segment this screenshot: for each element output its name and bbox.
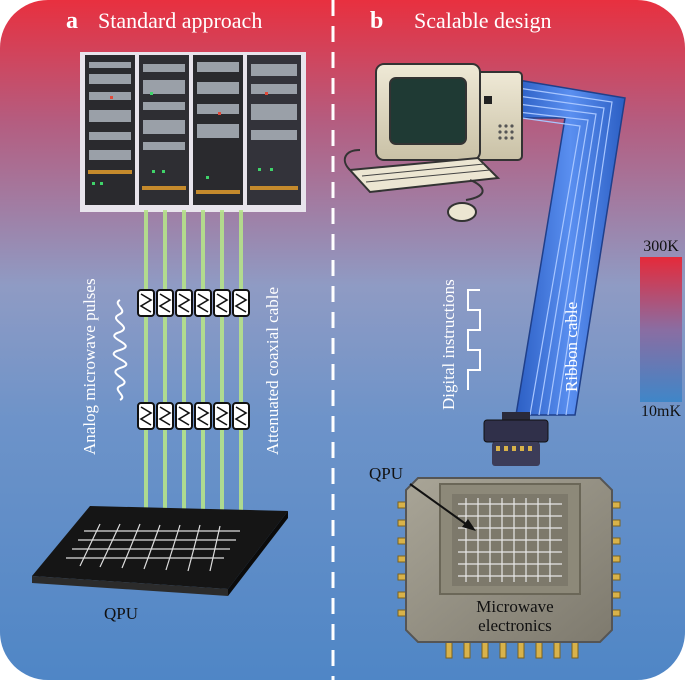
ribbon-connector (483, 412, 549, 466)
attenuator-row-bottom (137, 402, 250, 430)
attenuators (137, 289, 250, 430)
panel-b-title: Scalable design (414, 8, 551, 33)
server-racks (80, 52, 306, 212)
computer-icon (343, 63, 523, 222)
microwave-pulse-icon (112, 299, 128, 401)
electronics-label-line1: Microwave (476, 597, 553, 616)
cable-label: Attenuated coaxial cable (263, 287, 282, 455)
digital-waveform-icon (467, 289, 481, 390)
instructions-label: Digital instructions (439, 279, 458, 410)
scale-bar (640, 257, 682, 402)
qpu-label-a: QPU (104, 604, 138, 623)
processor-chip (397, 477, 621, 659)
qpu-chip-a (32, 506, 288, 596)
mouse-icon (447, 202, 477, 222)
attenuator-zigzags (139, 293, 248, 426)
qpu-arrowhead-icon (462, 519, 476, 531)
scale-bottom-label: 10mK (641, 403, 681, 420)
electronics-label-line2: electronics (478, 616, 552, 635)
temperature-scale: 300K 10mK (640, 238, 682, 420)
coaxial-cables (144, 210, 243, 510)
panel-a-title: Standard approach (98, 8, 262, 33)
qpu-label-b: QPU (369, 464, 403, 483)
qpu-pointer-arrow (409, 483, 471, 528)
scale-top-label: 300K (643, 238, 679, 255)
panel-a: a Standard approach (32, 8, 306, 623)
panel-b-letter: b (370, 8, 383, 34)
panel-b: b Scalable design (343, 8, 626, 659)
pulses-label: Analog microwave pulses (80, 278, 99, 455)
attenuator-row-top (137, 289, 250, 317)
ribbon-label: Ribbon cable (562, 302, 581, 392)
panel-a-letter: a (66, 8, 78, 34)
